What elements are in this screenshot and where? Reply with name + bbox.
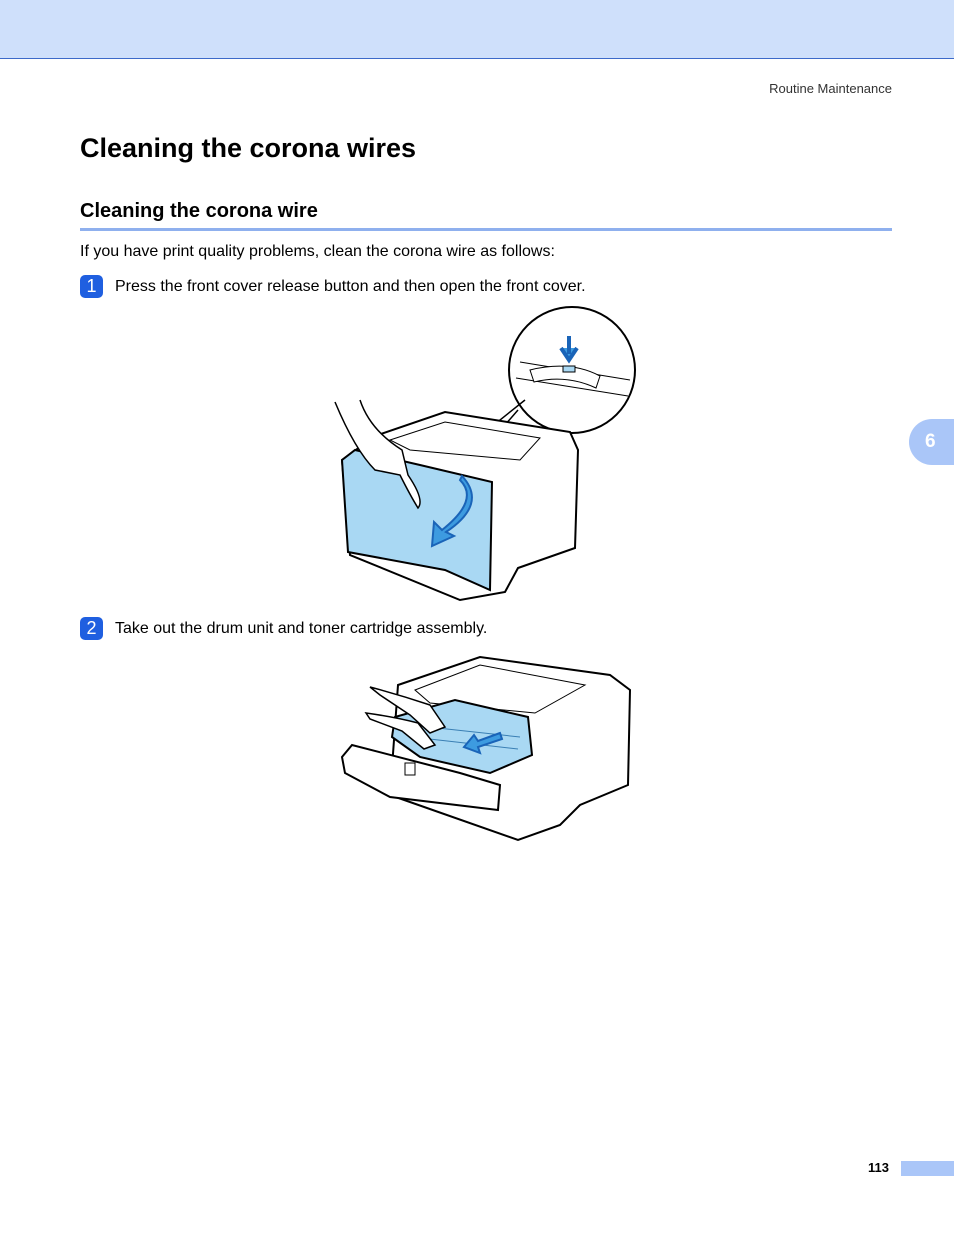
step-number-badge: 1 [80,275,103,298]
subsection-rule [80,228,892,231]
step-1: 1 Press the front cover release button a… [80,275,586,298]
step-2: 2 Take out the drum unit and toner cartr… [80,617,487,640]
page-number: 113 [868,1160,889,1175]
page-number-bar [901,1161,954,1176]
step-text: Press the front cover release button and… [115,277,586,295]
running-header: Routine Maintenance [769,81,892,96]
intro-paragraph: If you have print quality problems, clea… [80,243,555,260]
subsection-title: Cleaning the corona wire [80,200,318,222]
section-title: Cleaning the corona wires [80,133,417,163]
header-band [0,0,954,59]
printer-open-cover-illustration [334,306,636,602]
drum-removal-illustration [340,655,632,842]
chapter-tab: 6 [909,419,954,465]
step-text: Take out the drum unit and toner cartrid… [115,619,488,637]
step-number-badge: 2 [80,617,103,640]
